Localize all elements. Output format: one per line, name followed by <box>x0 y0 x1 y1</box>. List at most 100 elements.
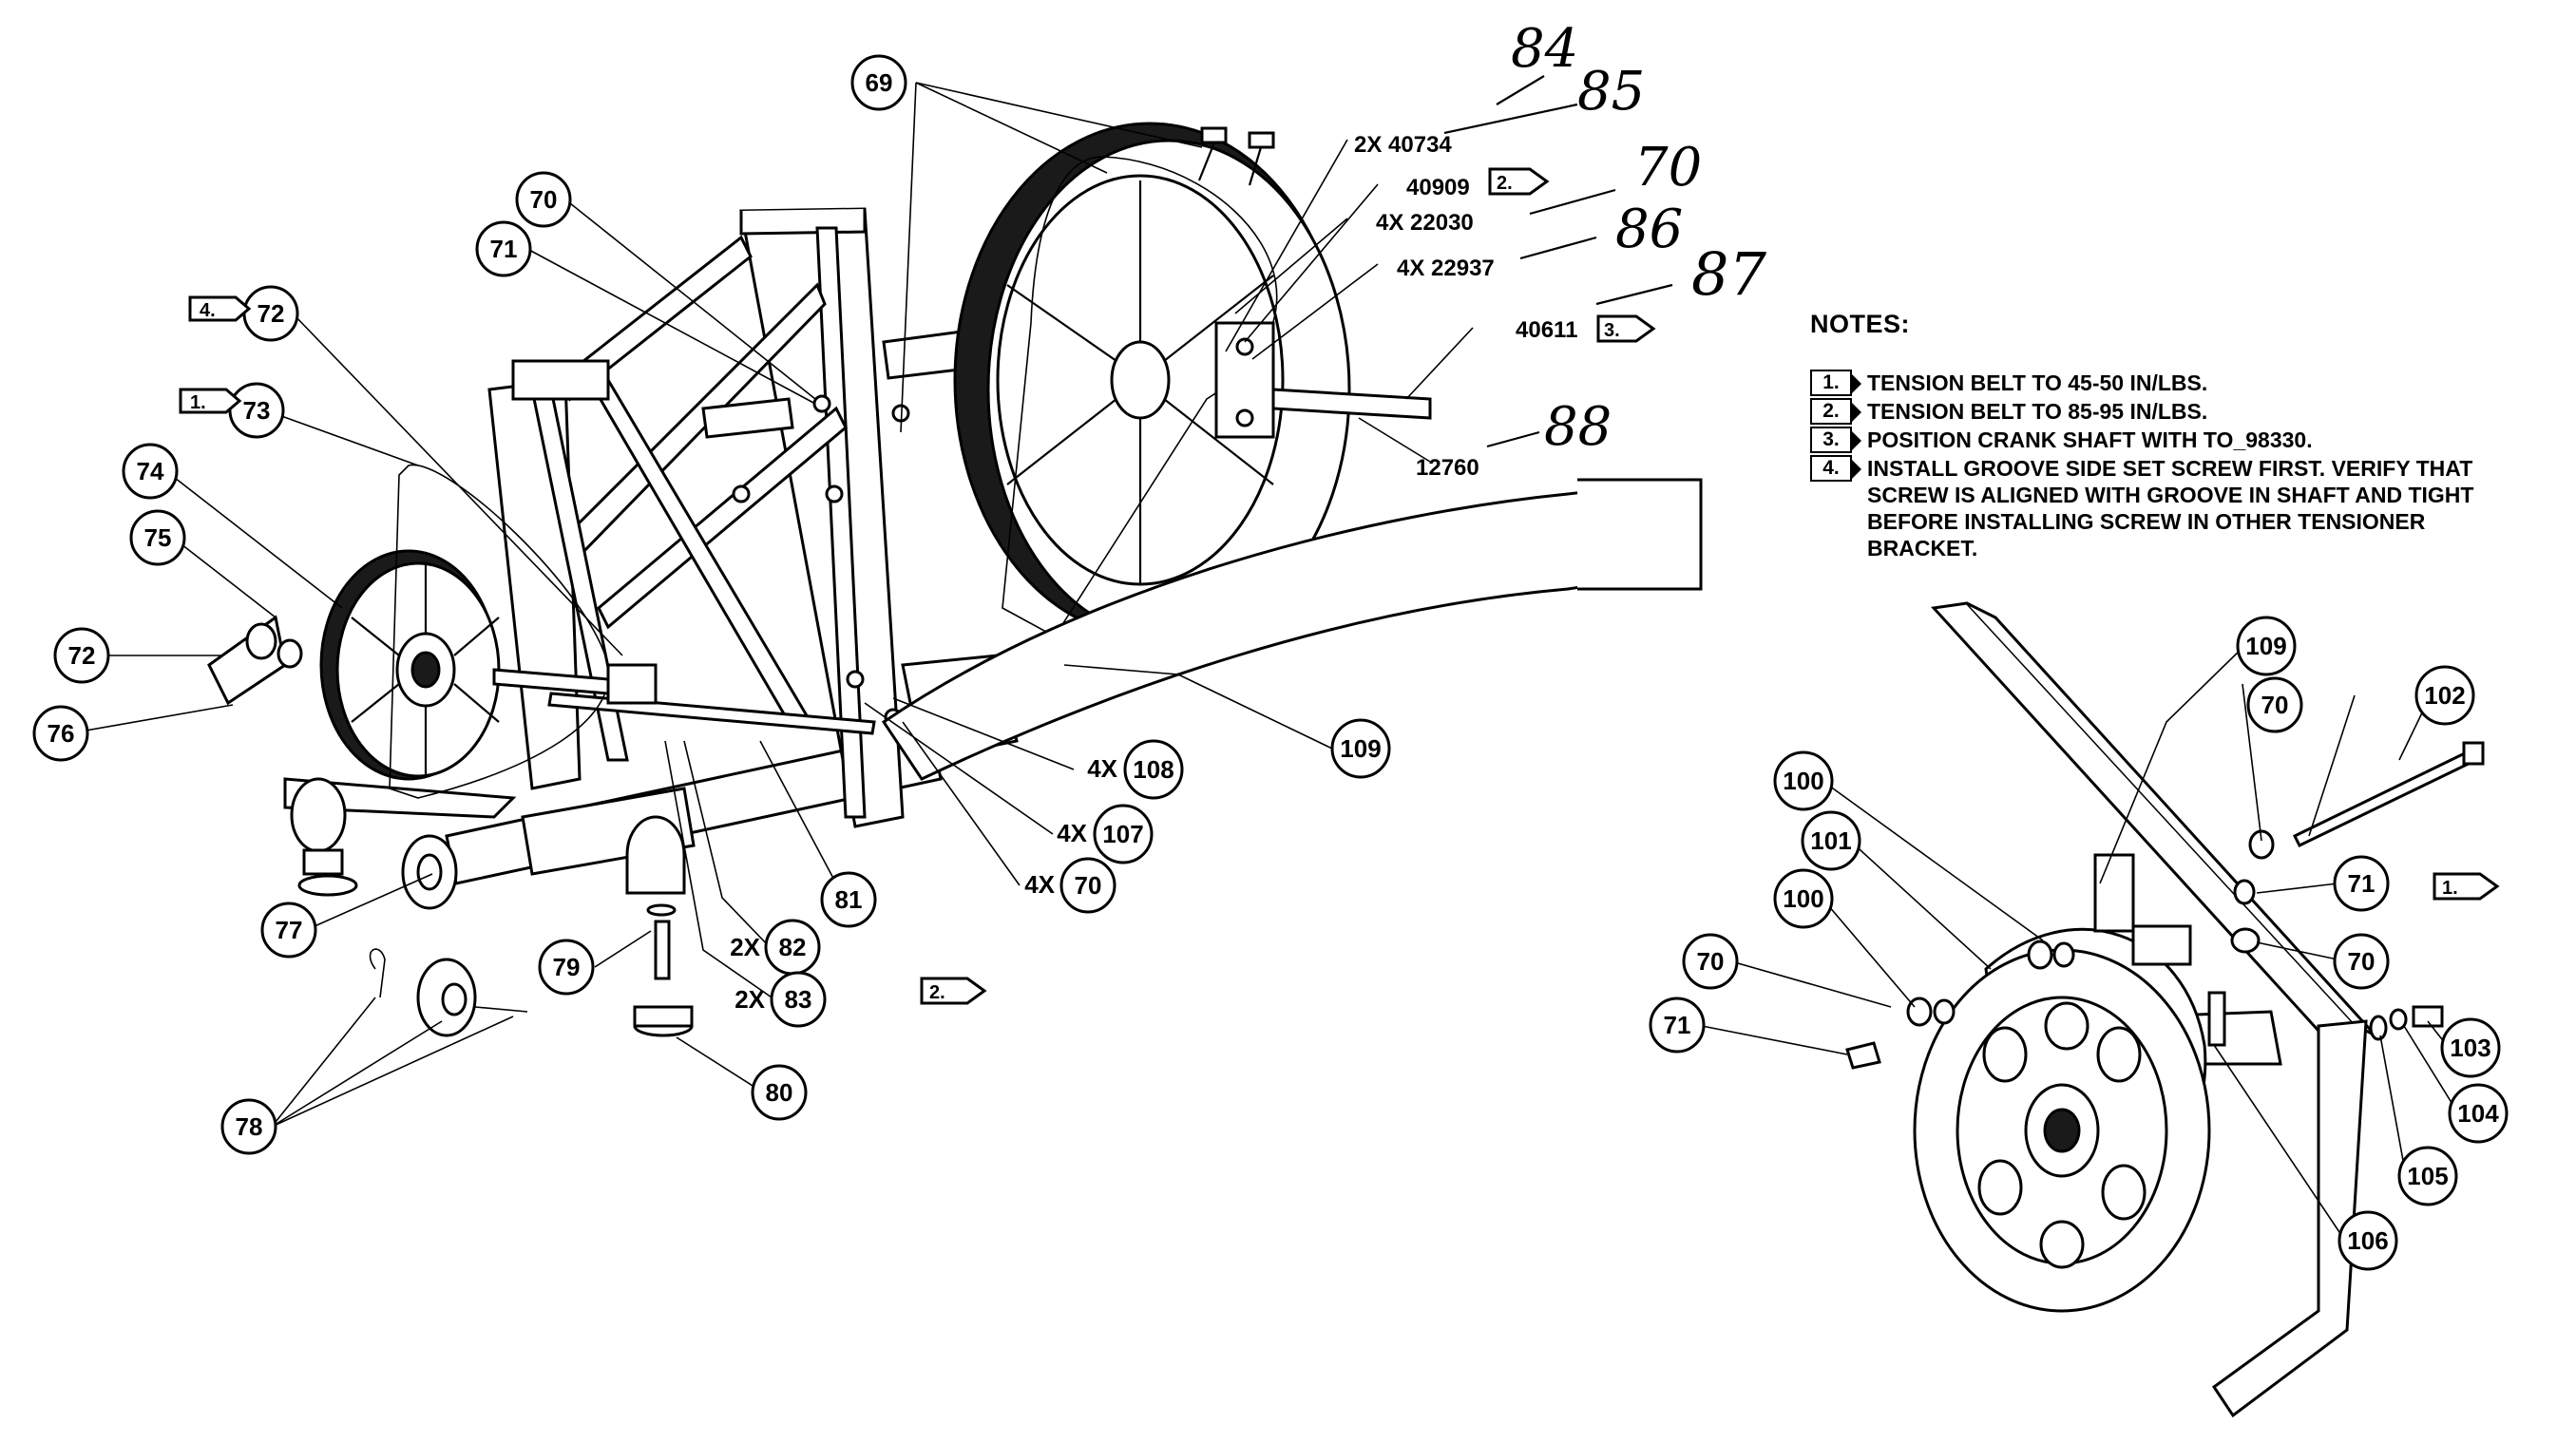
flag-4: 4. <box>188 295 252 322</box>
svg-text:72: 72 <box>258 299 285 328</box>
note-4: 4. INSTALL GROOVE SIDE SET SCREW FIRST. … <box>1810 455 2494 561</box>
balloon-108: 4X 108 <box>1087 739 1184 800</box>
part-number-labels: 2X 40734 40909 4X 22030 4X 22937 40611 1… <box>1354 132 1577 481</box>
balloon-71-detail-top: 71 <box>2333 855 2390 912</box>
balloon-70-detail-left: 70 <box>1682 933 1739 990</box>
svg-text:108: 108 <box>1133 755 1174 784</box>
svg-text:79: 79 <box>553 953 581 981</box>
balloon-75: 75 <box>129 509 186 566</box>
balloon-79: 79 <box>538 939 595 996</box>
balloon-69: 69 <box>850 54 907 111</box>
balloon-109-detail: 109 <box>2236 616 2297 676</box>
svg-text:2.: 2. <box>929 982 945 1003</box>
part-number-12760: 12760 <box>1416 455 1479 481</box>
balloon-104: 104 <box>2448 1083 2509 1144</box>
balloon-77: 77 <box>260 902 317 959</box>
svg-text:74: 74 <box>137 457 164 485</box>
balloon-70-detail-right: 70 <box>2333 933 2390 990</box>
handwritten-annotations: 84 85 70 86 87 88 <box>1511 18 1766 458</box>
balloon-73: 73 <box>228 382 285 439</box>
svg-text:4.: 4. <box>200 300 216 321</box>
svg-text:109: 109 <box>1340 734 1381 763</box>
svg-text:101: 101 <box>1810 826 1851 855</box>
handwritten-70: 70 <box>1634 137 1702 199</box>
balloon-76: 76 <box>32 705 89 762</box>
main-frame-assembly <box>283 207 1033 910</box>
curved-arm <box>881 478 1703 781</box>
balloon-71-detail-left: 71 <box>1649 997 1706 1054</box>
balloon-100-top: 100 <box>1773 750 1834 811</box>
svg-text:105: 105 <box>2407 1162 2448 1190</box>
balloon-78: 78 <box>220 1098 277 1155</box>
balloon-83: 2X 83 <box>735 971 827 1028</box>
handwritten-85: 85 <box>1577 61 1645 123</box>
svg-text:77: 77 <box>276 916 303 944</box>
tensioner-bracket <box>207 615 303 706</box>
handwritten-84: 84 <box>1511 18 1578 80</box>
note-text: TENSION BELT TO 45-50 IN/LBS. <box>1867 370 2208 395</box>
svg-text:72: 72 <box>68 641 96 670</box>
svg-text:69: 69 <box>866 68 893 97</box>
svg-text:1.: 1. <box>2442 878 2458 899</box>
detail-assembly <box>1845 601 2485 1418</box>
svg-text:103: 103 <box>2450 1034 2490 1062</box>
svg-text:71: 71 <box>490 235 518 263</box>
svg-text:3.: 3. <box>1604 320 1620 341</box>
balloon-100-lower: 100 <box>1773 868 1834 929</box>
balloon-101: 101 <box>1801 810 1861 871</box>
balloon-109: 109 <box>1330 718 1391 779</box>
note-text: POSITION CRANK SHAFT WITH TO_98330. <box>1867 427 2313 452</box>
svg-text:73: 73 <box>243 396 271 425</box>
notes-title: NOTES: <box>1810 310 1911 338</box>
svg-text:80: 80 <box>766 1078 793 1107</box>
svg-text:4X: 4X <box>1057 819 1087 847</box>
svg-text:2.: 2. <box>1497 173 1513 194</box>
svg-text:109: 109 <box>2245 632 2286 660</box>
svg-text:2X: 2X <box>735 985 765 1014</box>
part-number-22937: 4X 22937 <box>1397 256 1495 281</box>
small-pulley <box>319 464 658 799</box>
callout-balloons: 69 70 71 72 73 74 75 72 76 77 78 79 80 8… <box>32 54 2509 1271</box>
note-3: 3. POSITION CRANK SHAFT WITH TO_98330. <box>1810 427 2494 453</box>
balloon-106: 106 <box>2337 1210 2398 1271</box>
svg-text:100: 100 <box>1783 767 1823 795</box>
svg-text:4X: 4X <box>1024 870 1055 899</box>
svg-text:104: 104 <box>2457 1099 2499 1128</box>
svg-text:106: 106 <box>2347 1226 2388 1255</box>
flag-1-left: 1. <box>179 388 242 414</box>
note-2: 2. TENSION BELT TO 85-95 IN/LBS. <box>1810 398 2494 425</box>
svg-text:70: 70 <box>1697 947 1725 976</box>
large-flywheel <box>953 122 1432 640</box>
svg-text:70: 70 <box>2348 947 2376 976</box>
flag-1-right: 1. <box>2433 872 2500 901</box>
svg-text:82: 82 <box>779 933 807 961</box>
note-number-box: 3. <box>1810 427 1861 453</box>
svg-text:2X: 2X <box>730 933 760 961</box>
svg-text:102: 102 <box>2424 681 2465 710</box>
svg-text:1.: 1. <box>190 392 206 413</box>
leader-lines <box>68 75 2459 1242</box>
svg-text:81: 81 <box>835 885 863 914</box>
balloon-82: 2X 82 <box>730 919 821 976</box>
bolts-69 <box>1197 126 1275 186</box>
svg-text:78: 78 <box>236 1112 263 1141</box>
svg-text:76: 76 <box>48 719 75 748</box>
leveler-foot <box>633 903 694 1037</box>
svg-text:83: 83 <box>785 985 812 1014</box>
balloon-70-detail-top: 70 <box>2246 676 2303 733</box>
handwritten-88: 88 <box>1544 396 1612 458</box>
balloon-81: 81 <box>820 871 877 928</box>
handwritten-86: 86 <box>1615 199 1683 260</box>
handwritten-87: 87 <box>1691 239 1766 309</box>
balloon-72: 72 <box>242 285 299 342</box>
balloon-102: 102 <box>2414 665 2475 726</box>
svg-text:4X: 4X <box>1087 754 1117 783</box>
part-number-40734: 2X 40734 <box>1354 132 1452 158</box>
svg-text:75: 75 <box>144 523 172 552</box>
notes-block: NOTES: 1. TENSION BELT TO 45-50 IN/LBS. … <box>1810 310 2494 563</box>
balloon-80: 80 <box>751 1064 808 1121</box>
svg-text:100: 100 <box>1783 884 1823 913</box>
